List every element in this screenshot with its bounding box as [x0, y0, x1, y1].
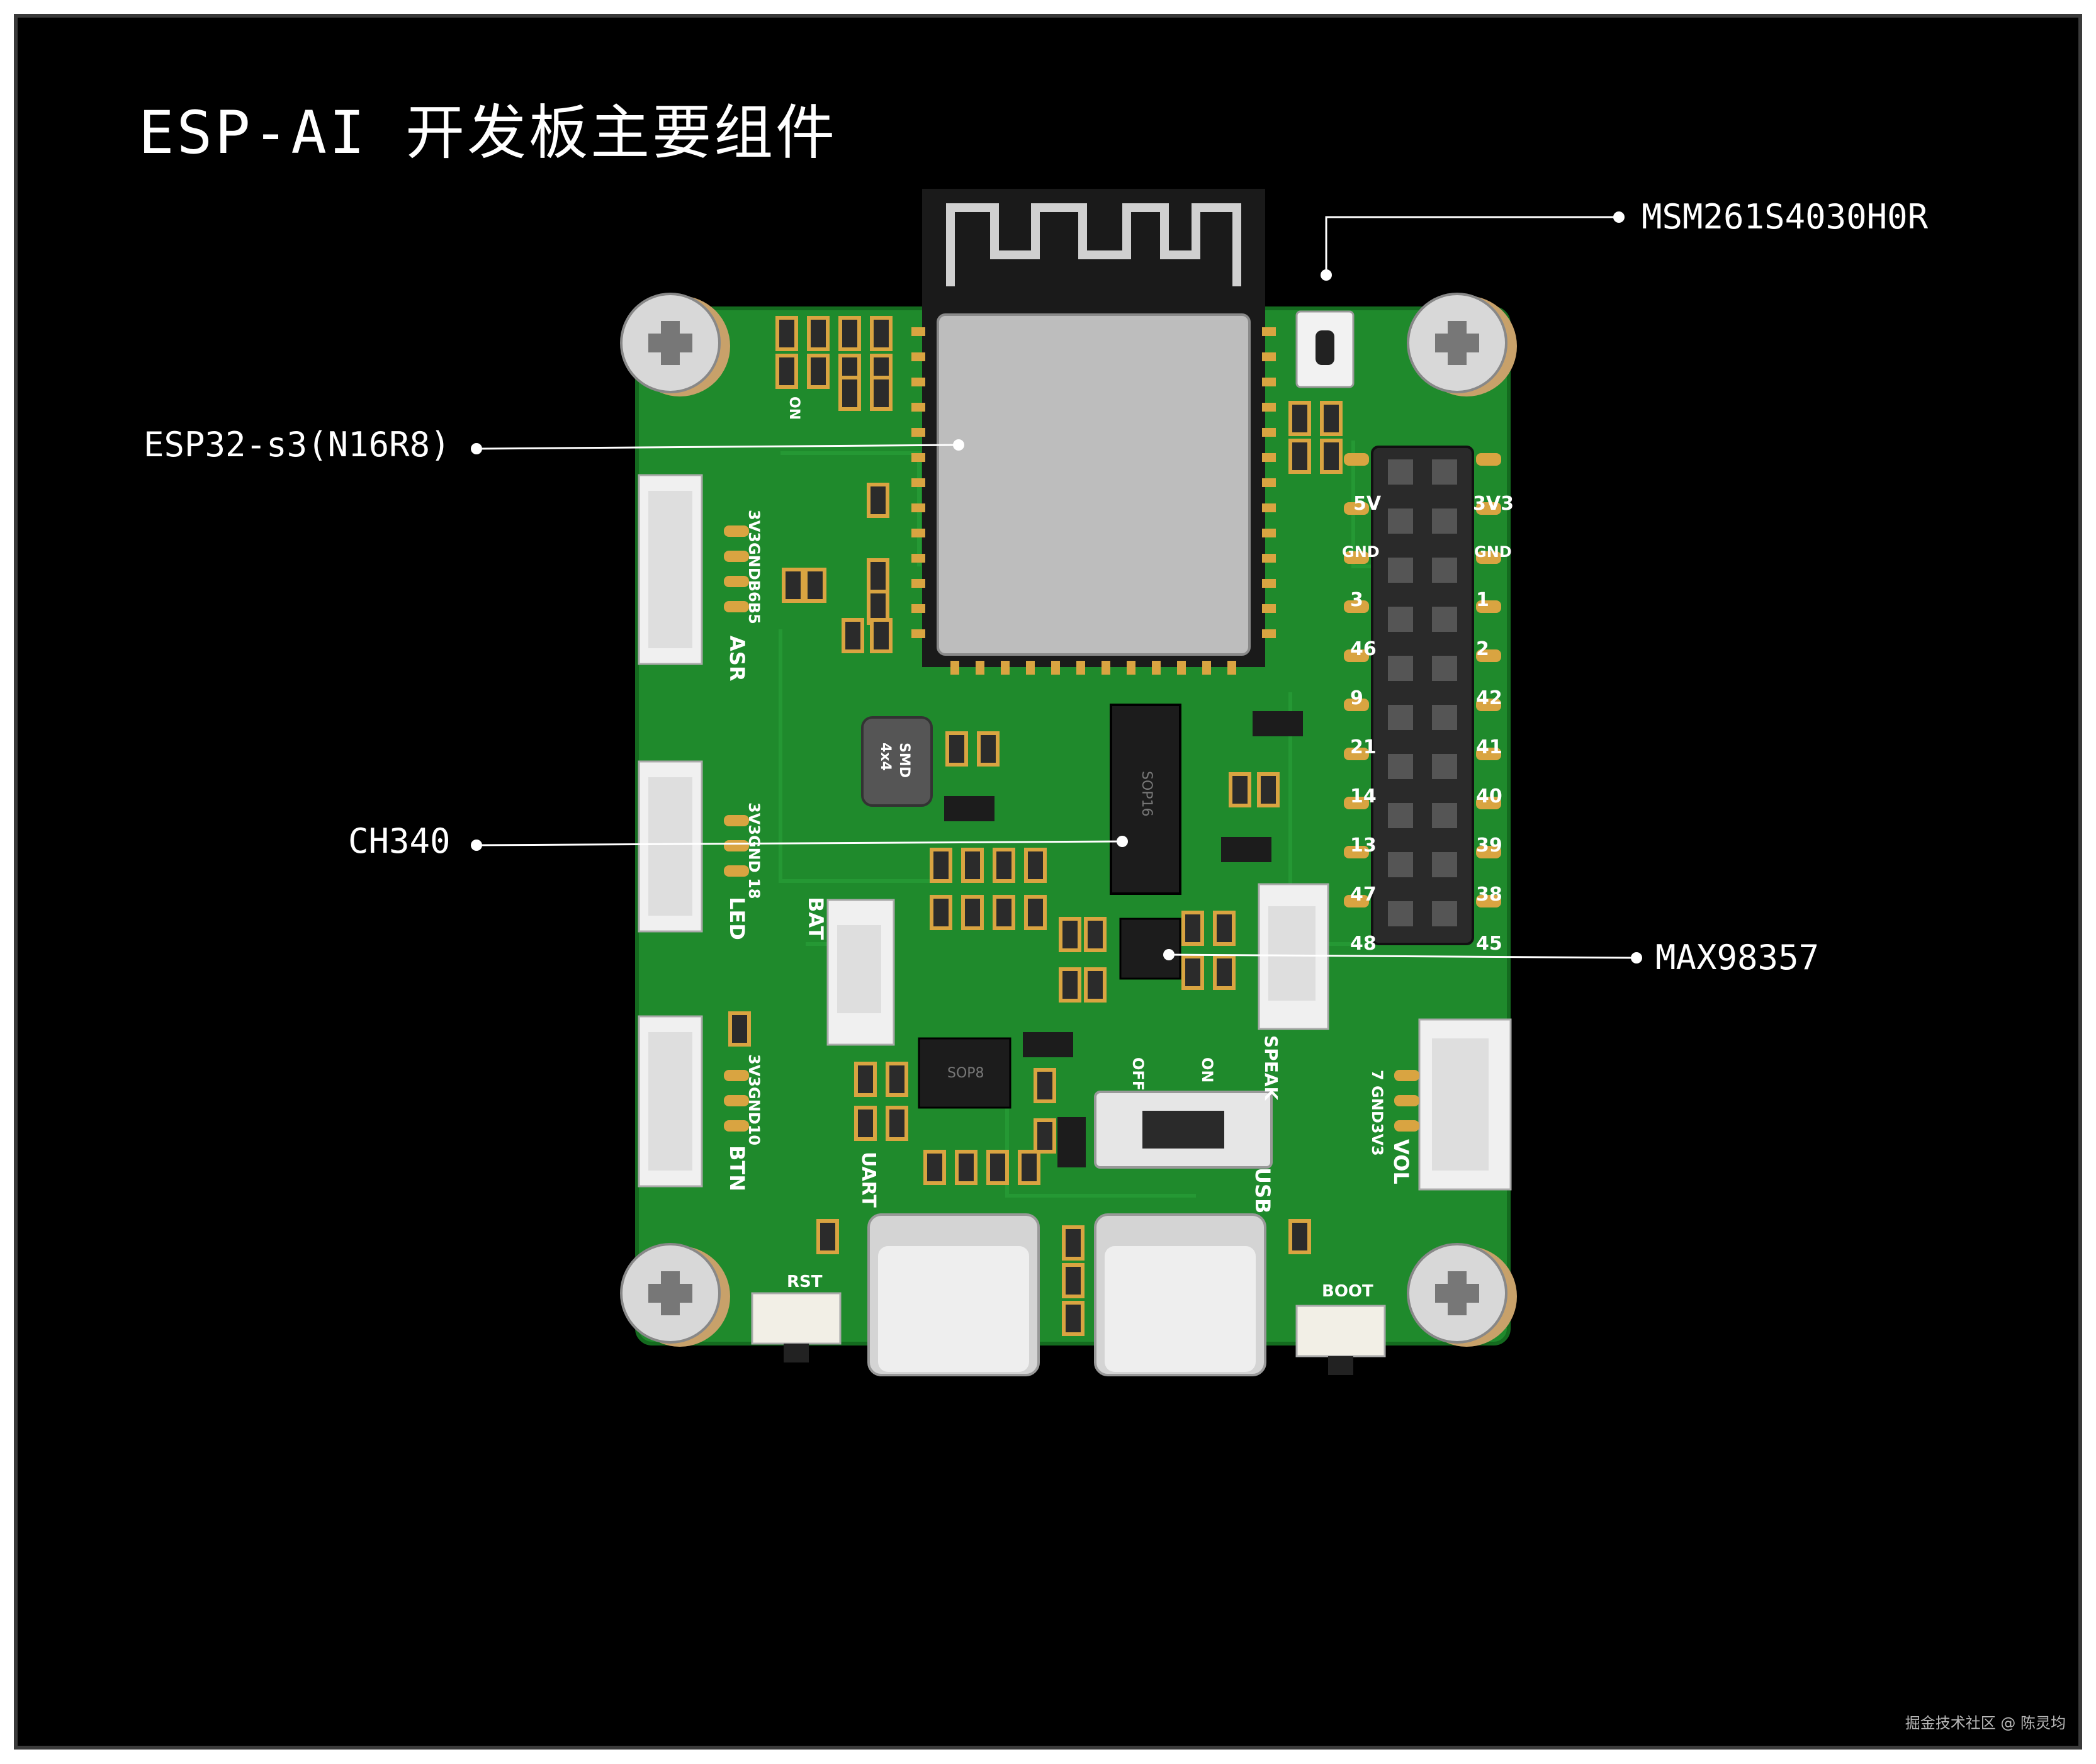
speak-label: SPEAK: [1261, 1035, 1282, 1101]
ch340-chip: SOP16: [1110, 704, 1181, 895]
ch340-dot-board: [1117, 836, 1128, 847]
asr-connector: [638, 474, 749, 665]
on-label: ON: [1198, 1057, 1216, 1083]
callout-ch340: CH340: [348, 821, 451, 861]
asr-label: ASR: [725, 636, 749, 681]
esp32-shield: [937, 313, 1251, 656]
msm-microphone: [1295, 310, 1355, 388]
hdr-right-5: 39: [1476, 834, 1502, 857]
led-pins-label: 3V3GND 18: [745, 802, 763, 899]
smd-size-label: 4x4: [877, 743, 893, 771]
header-labels: 5V 3V3 GND GND 3 46 9 21 14 13 47 48 1 2…: [1342, 493, 1514, 955]
hdr-left-6: 47: [1350, 884, 1377, 906]
diagram-title: ESP-AI 开发板主要组件: [138, 99, 838, 167]
uart-label: UART: [857, 1152, 879, 1208]
hdr-left-1: 46: [1350, 638, 1377, 660]
hdr-right-2: 42: [1476, 687, 1502, 709]
hdr-left-3: 21: [1350, 736, 1377, 758]
vol-connector: [1394, 1018, 1512, 1191]
smd-inductor: SMD 4x4: [861, 716, 933, 807]
ch340-leader: [476, 840, 1123, 846]
hdr-left-4: 14: [1350, 785, 1377, 807]
boot-label: BOOT: [1322, 1282, 1373, 1301]
max-dot-label: [1631, 952, 1642, 963]
ch340-dot-label: [471, 840, 482, 851]
msm-leader: [1325, 216, 1619, 275]
led-connector: [638, 760, 749, 933]
led-label: LED: [725, 897, 749, 940]
smd-label: SMD: [896, 743, 912, 778]
esp32-dot-label: [471, 443, 482, 454]
callout-max98357: MAX98357: [1655, 938, 1820, 977]
asr-pins-label: 3V3GNDB6B5: [745, 510, 763, 624]
esp32-pads: [911, 327, 1276, 675]
hdr-right-6: 38: [1476, 884, 1502, 906]
off-label: OFF: [1129, 1057, 1147, 1091]
esp32-module: [911, 189, 1276, 675]
boot-button: [1295, 1305, 1386, 1375]
hdr-right-7: 45: [1476, 933, 1502, 955]
hdr-left-2: 9: [1350, 687, 1363, 709]
rst-label: RST: [787, 1272, 823, 1291]
sop16-label: SOP16: [1139, 771, 1154, 817]
mount-screws: [620, 293, 1517, 1347]
silkscreen-labels: 3V3GNDB6B5 ASR 3V3GND 18 LED 3V3GND10 BT…: [725, 396, 1413, 1301]
sop8-chip: SOP8: [918, 1037, 1011, 1109]
power-switch: [1094, 1091, 1273, 1169]
hdr-gnd-right: GND: [1474, 543, 1512, 561]
btn-connector: [638, 1015, 749, 1188]
bat-connector: [826, 899, 895, 1046]
hdr-left-0: 3: [1350, 589, 1363, 611]
sop8-label: SOP8: [947, 1065, 984, 1081]
usb-c-port-left: [867, 1213, 1040, 1376]
callout-esp32: ESP32-s3(N16R8): [144, 425, 451, 464]
callout-leaders: [471, 211, 1642, 963]
vol-pins-label: 7 GND3V3: [1368, 1070, 1386, 1156]
esp32-dot-board: [953, 439, 964, 451]
bat-label: BAT: [804, 897, 828, 940]
max-leader: [1168, 953, 1637, 959]
rst-button: [751, 1292, 842, 1362]
hdr-right-3: 41: [1476, 736, 1502, 758]
passive-components: [728, 316, 1343, 1336]
hdr-left-7: 48: [1350, 933, 1377, 955]
callout-msm: MSM261S4030H0R: [1642, 197, 1929, 237]
antenna-trace: [946, 203, 1241, 286]
usb-c-port-right: [1094, 1213, 1266, 1376]
max-dot-board: [1163, 949, 1175, 960]
vol-label: VOL: [1389, 1139, 1413, 1184]
on-small-label: ON: [786, 396, 802, 420]
hdr-right-1: 2: [1476, 638, 1489, 660]
btn-label: BTN: [725, 1145, 749, 1191]
usb-label: USB: [1251, 1167, 1275, 1213]
hdr-left-5: 13: [1350, 834, 1377, 857]
esp32-leader: [476, 444, 959, 450]
hdr-gnd-left: GND: [1342, 543, 1380, 561]
msm-dot-label: [1613, 211, 1625, 223]
btn-pins-label: 3V3GND10: [745, 1054, 763, 1145]
watermark: 掘金技术社区 @ 陈灵均: [1905, 1714, 2066, 1732]
hdr-5v: 5V: [1353, 493, 1382, 515]
msm-dot-board: [1321, 269, 1332, 281]
pin-header: [1344, 446, 1501, 945]
max98357-chip: [1119, 918, 1181, 980]
hdr-3v3: 3V3: [1473, 493, 1514, 515]
hdr-right-4: 40: [1476, 785, 1502, 807]
hdr-right-0: 1: [1476, 589, 1489, 611]
